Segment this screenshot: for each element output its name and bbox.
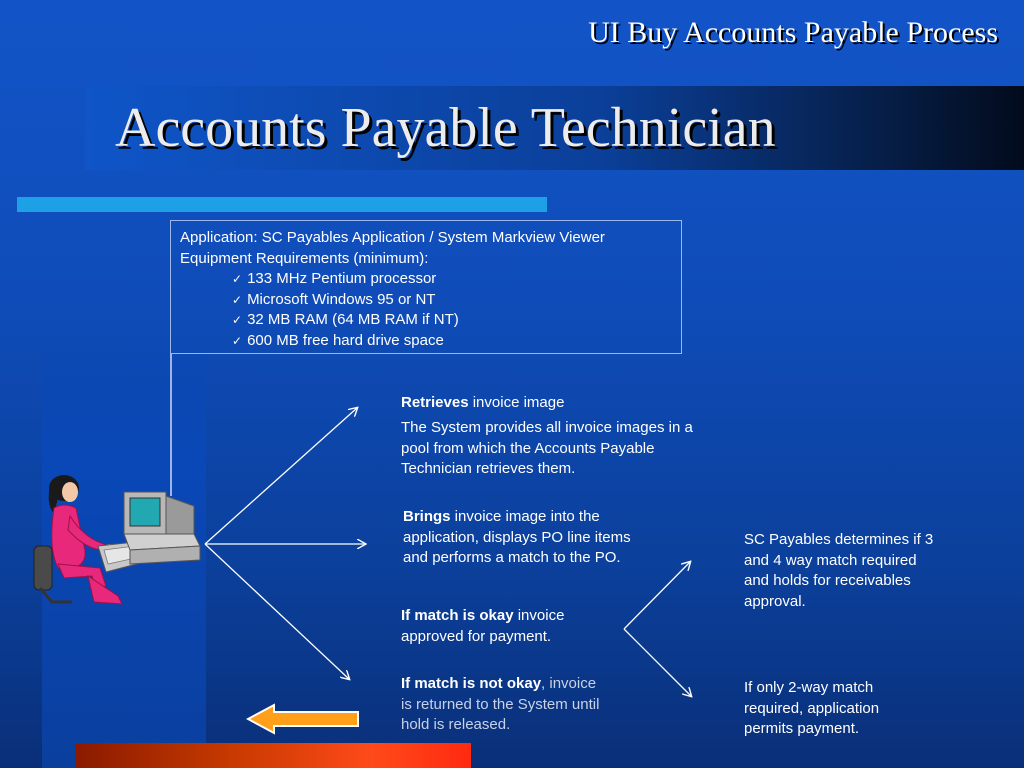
retrieves-bold: Retrieves: [401, 394, 469, 411]
match-okay-step: If match is okay invoice approved for pa…: [401, 606, 601, 647]
equipment-heading: Equipment Requirements (minimum):: [180, 249, 429, 267]
requirement-item: Microsoft Windows 95 or NT: [232, 290, 672, 311]
accent-bar: [17, 197, 547, 212]
requirements-box: Application: SC Payables Application / S…: [170, 220, 682, 354]
left-arrow-icon[interactable]: [246, 703, 362, 735]
slide-title: Accounts Payable Technician: [115, 97, 776, 159]
brings-rest: invoice image into the application, disp…: [403, 508, 631, 566]
requirement-item: 133 MHz Pentium processor: [232, 269, 672, 290]
brings-bold: Brings: [403, 508, 451, 525]
requirement-item: 32 MB RAM (64 MB RAM if NT): [232, 310, 672, 331]
application-line: Application: SC Payables Application / S…: [180, 229, 605, 246]
arrow-to-three-four-way: [623, 562, 690, 630]
brings-step: Brings invoice image into the applicatio…: [403, 507, 653, 569]
arrow-to-two-way: [623, 628, 691, 696]
retrieves-step: Retrieves invoice image: [401, 393, 701, 414]
title-band: [85, 86, 1024, 170]
two-way-note: If only 2-way match required, applicatio…: [744, 679, 880, 737]
match-not-okay-bold: If match is not okay: [401, 675, 542, 692]
requirement-item: 600 MB free hard drive space: [232, 331, 672, 352]
requirements-list: 133 MHz Pentium processor Microsoft Wind…: [180, 269, 672, 351]
presentation-title: UI Buy Accounts Payable Process: [588, 16, 998, 49]
match-okay-bold: If match is okay: [401, 607, 514, 624]
three-four-way-note: SC Payables determines if 3 and 4 way ma…: [744, 531, 934, 610]
retrieves-rest: invoice image: [468, 394, 565, 411]
arrow-to-not-okay: [204, 543, 349, 679]
bottom-bar: [75, 743, 471, 768]
match-okay-rest: invoice approved for payment.: [401, 607, 565, 645]
arrow-to-retrieves: [204, 408, 357, 545]
retrieves-detail: The System provides all invoice images i…: [401, 419, 693, 477]
match-not-okay-rest: , invoice is returned to the System unti…: [401, 675, 600, 733]
match-not-okay-step: If match is not okay, invoice is returne…: [401, 674, 601, 736]
woman-at-computer-icon: [33, 475, 201, 605]
